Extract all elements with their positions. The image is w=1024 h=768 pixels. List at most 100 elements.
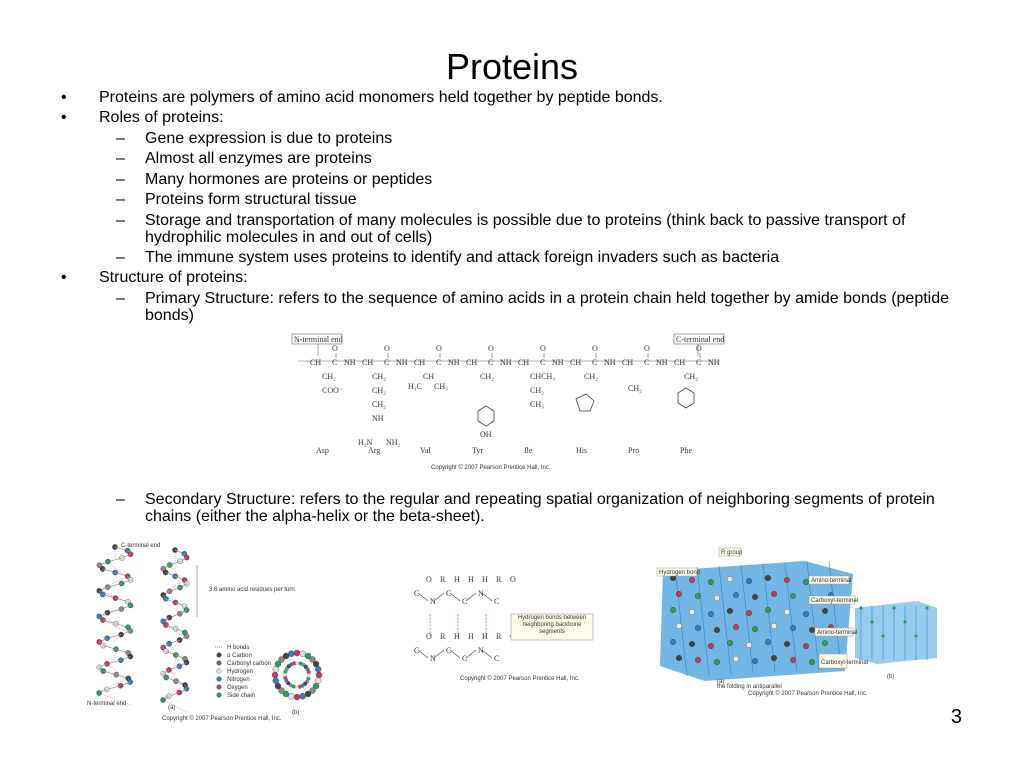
svg-text:CH₂: CH₂ bbox=[322, 372, 336, 381]
page-number: 3 bbox=[950, 706, 962, 728]
hbond-copyright: Copyright © 2007 Pearson Prentice Hall, … bbox=[460, 675, 580, 682]
svg-text:CH₃: CH₃ bbox=[530, 400, 544, 409]
amino-terminal-label: Amino-terminal bbox=[811, 578, 851, 584]
bullet-structure: Structure of proteins: bbox=[99, 269, 248, 286]
backbone-c: C bbox=[696, 358, 701, 367]
svg-text:CH₂: CH₂ bbox=[684, 372, 698, 381]
residue-label: Val bbox=[420, 446, 431, 455]
sheet-panel-b bbox=[855, 601, 937, 664]
bullet-marker: • bbox=[61, 109, 67, 126]
carbonyl-o: O bbox=[696, 344, 702, 353]
bullet-roles: Roles of proteins: bbox=[99, 109, 224, 126]
carbonyl-o: O bbox=[384, 344, 390, 353]
carbonyl-o: O bbox=[332, 344, 338, 353]
backbone-c: C bbox=[592, 358, 597, 367]
c-terminal-label: C-terminal end bbox=[676, 335, 724, 344]
r-group-label: R group bbox=[721, 550, 743, 556]
slide-title: Proteins bbox=[445, 46, 579, 87]
residue-label: Arg bbox=[368, 446, 380, 455]
sheet-caption: the folding in antiparallel bbox=[717, 684, 782, 690]
svg-text:C: C bbox=[462, 597, 467, 606]
carbonyl-o: O bbox=[592, 344, 598, 353]
backbone-ch: CH bbox=[466, 358, 477, 367]
sheet-panel-a bbox=[660, 561, 853, 681]
carbonyl-o: O bbox=[540, 344, 546, 353]
tyr-ring bbox=[477, 405, 495, 427]
svg-text:CH₂: CH₂ bbox=[530, 386, 544, 395]
svg-text:CH₂: CH₂ bbox=[372, 400, 386, 409]
backbone-nh: NH bbox=[448, 358, 460, 367]
helix-legend-item: Nitrogen bbox=[227, 677, 250, 683]
svg-text:R: R bbox=[440, 632, 446, 641]
backbone-c: C bbox=[540, 358, 545, 367]
backbone-nh: NH bbox=[500, 358, 512, 367]
carbonyl-o: O bbox=[488, 344, 494, 353]
primary-structure-text: Primary Structure: refers to the sequenc… bbox=[145, 290, 950, 324]
helix-legend-item: Hydrogen bbox=[227, 669, 253, 675]
svg-text:CH₂: CH₂ bbox=[372, 372, 386, 381]
svg-text:R: R bbox=[440, 575, 446, 584]
helix-n-terminal: N-terminal end bbox=[87, 701, 126, 707]
svg-text:C: C bbox=[494, 654, 499, 663]
helix-repeat-label: 3.6 amino acid residues per turn bbox=[209, 587, 295, 593]
svg-text:R: R bbox=[496, 575, 502, 584]
residue-label: Ile bbox=[524, 446, 533, 455]
hydrogen-bond-label: Hydrogen bond bbox=[659, 570, 700, 576]
svg-text:CH₂: CH₂ bbox=[372, 386, 386, 395]
his-ring bbox=[575, 393, 595, 412]
backbone-nh: NH bbox=[396, 358, 408, 367]
role-item: The immune system uses proteins to ident… bbox=[145, 249, 780, 266]
svg-text:CHCH₃: CHCH₃ bbox=[530, 372, 555, 381]
carbonyl-o: O bbox=[644, 344, 650, 353]
svg-text:CH₃: CH₃ bbox=[434, 382, 448, 391]
dash-marker: – bbox=[116, 212, 125, 229]
backbone-ch: CH bbox=[414, 358, 425, 367]
dash-marker: – bbox=[116, 130, 125, 147]
svg-text:H: H bbox=[468, 632, 474, 641]
backbone-nh: NH bbox=[344, 358, 356, 367]
svg-text:H: H bbox=[468, 575, 474, 584]
helix-legend-item: Carbonyl carbon bbox=[227, 661, 271, 667]
svg-text:OH: OH bbox=[480, 430, 492, 439]
svg-text:C: C bbox=[414, 589, 419, 598]
svg-text:H: H bbox=[482, 575, 488, 584]
svg-text:COO⁻: COO⁻ bbox=[322, 386, 343, 395]
backbone-c: C bbox=[384, 358, 389, 367]
svg-text:N: N bbox=[430, 654, 436, 663]
svg-text:N: N bbox=[430, 597, 436, 606]
bullet-marker: • bbox=[61, 89, 67, 106]
carbonyl-o: O bbox=[436, 344, 442, 353]
residue-label: Phe bbox=[680, 446, 692, 455]
backbone-c: C bbox=[488, 358, 493, 367]
dash-marker: – bbox=[116, 249, 125, 266]
helix-copyright: Copyright © 2007 Pearson Prentice Hall, … bbox=[162, 715, 282, 722]
phe-ring bbox=[677, 387, 695, 409]
svg-text:CH₂: CH₂ bbox=[628, 384, 642, 393]
backbone-nh: NH bbox=[552, 358, 564, 367]
svg-text:H₃C: H₃C bbox=[408, 382, 422, 391]
helix-legend-item: Side chain bbox=[227, 693, 255, 699]
sheet-panel-a-label: (a) bbox=[717, 679, 724, 685]
carboxyl-terminal-label: Carboxyl-terminal bbox=[811, 598, 858, 604]
helix-c-terminal: C-terminal end bbox=[121, 543, 160, 549]
n-terminal-box bbox=[291, 333, 343, 345]
backbone-ch: CH bbox=[674, 358, 685, 367]
svg-text:N: N bbox=[478, 646, 484, 655]
residue-label: Asp bbox=[316, 446, 329, 455]
n-terminal-label: N-terminal end bbox=[294, 335, 343, 344]
helix-a-atoms bbox=[96, 544, 134, 706]
svg-text:C: C bbox=[446, 589, 451, 598]
helix-legend-item: Oxygen bbox=[227, 685, 248, 691]
role-item: Storage and transportation of many molec… bbox=[145, 212, 906, 246]
secondary-structure-text: Secondary Structure: refers to the regul… bbox=[145, 491, 935, 525]
dash-marker: – bbox=[116, 191, 125, 208]
role-item: Almost all enzymes are proteins bbox=[145, 150, 372, 167]
svg-text:O: O bbox=[510, 575, 516, 584]
svg-text:CH: CH bbox=[423, 372, 434, 381]
svg-text:H₂N: H₂N bbox=[358, 438, 373, 447]
svg-text:H: H bbox=[482, 632, 488, 641]
